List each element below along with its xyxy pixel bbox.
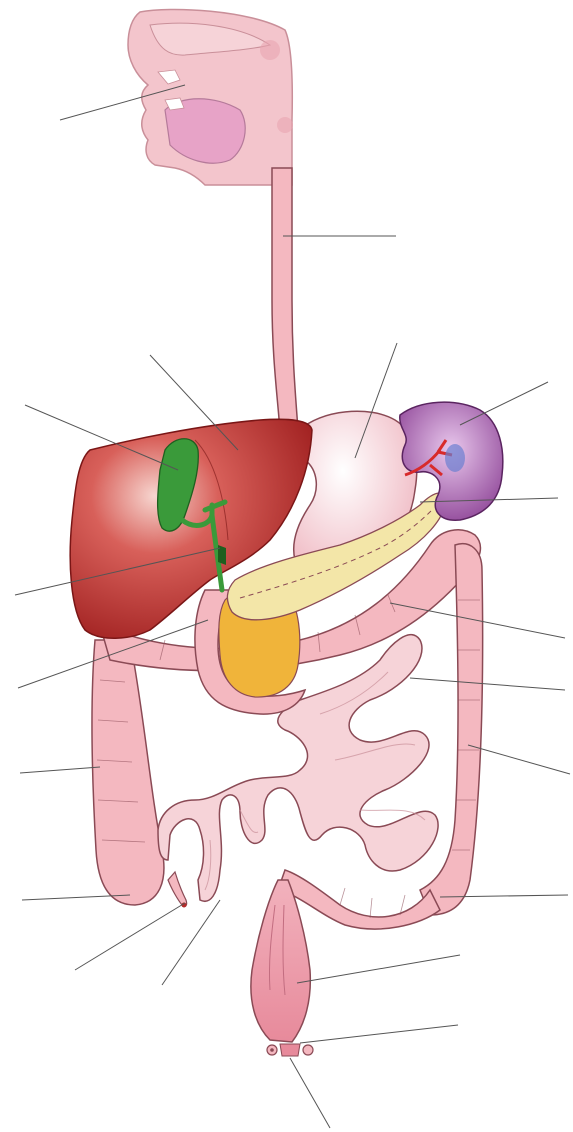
pointer-spleen — [460, 382, 548, 425]
pointer-appendix — [75, 903, 185, 970]
anal-sphincter — [267, 1044, 313, 1056]
pointer-ascending-colon — [20, 767, 100, 773]
appendix — [168, 872, 187, 906]
pointer-descending-colon — [468, 745, 570, 774]
pointer-rectum — [297, 955, 460, 983]
mouth-region — [128, 9, 293, 185]
pointer-small-intestine-end — [162, 900, 220, 985]
rectum — [251, 880, 310, 1042]
pointer-small-intestine — [410, 678, 565, 690]
pointer-anus — [290, 1058, 330, 1128]
esophagus — [272, 168, 298, 432]
pointer-anal-sphincter — [300, 1025, 458, 1043]
